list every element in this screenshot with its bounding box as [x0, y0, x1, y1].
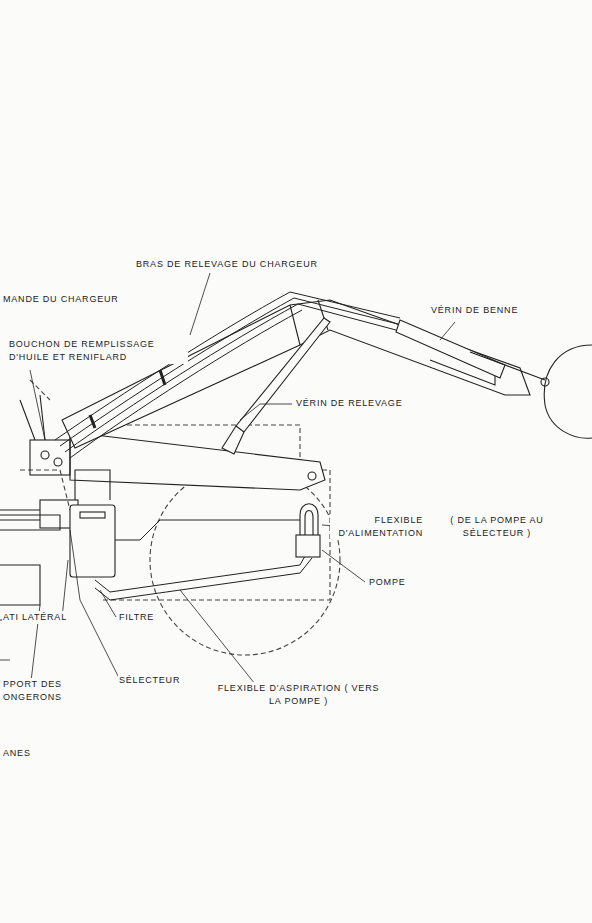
part-label: FLEXIBLE D'ASPIRATION ( VERS LA POMPE )	[215, 682, 382, 708]
part-label: VÉRIN DE RELEVAGE	[295, 397, 403, 410]
part-label: MANDE DU CHARGEUR	[2, 293, 120, 306]
part-label: BOUCHON DE REMPLISSAGE D'HUILE ET RENIFL…	[8, 338, 188, 364]
part-label: FILTRE	[118, 611, 155, 624]
part-label: BRAS DE RELEVAGE DU CHARGEUR	[135, 258, 319, 271]
part-label: ANES	[2, 747, 32, 760]
part-label: FLEXIBLE D'ALIMENTATION	[330, 514, 424, 540]
part-label: VÉRIN DE BENNE	[430, 304, 519, 317]
part-label: ( DE LA POMPE AU SÉLECTEUR )	[440, 514, 554, 540]
part-label: SÉLECTEUR	[118, 674, 181, 687]
part-label: PPORT DES ONGERONS	[2, 678, 76, 704]
part-label: ATI LATÉRAL	[2, 611, 68, 624]
part-label: POMPE	[368, 576, 407, 589]
